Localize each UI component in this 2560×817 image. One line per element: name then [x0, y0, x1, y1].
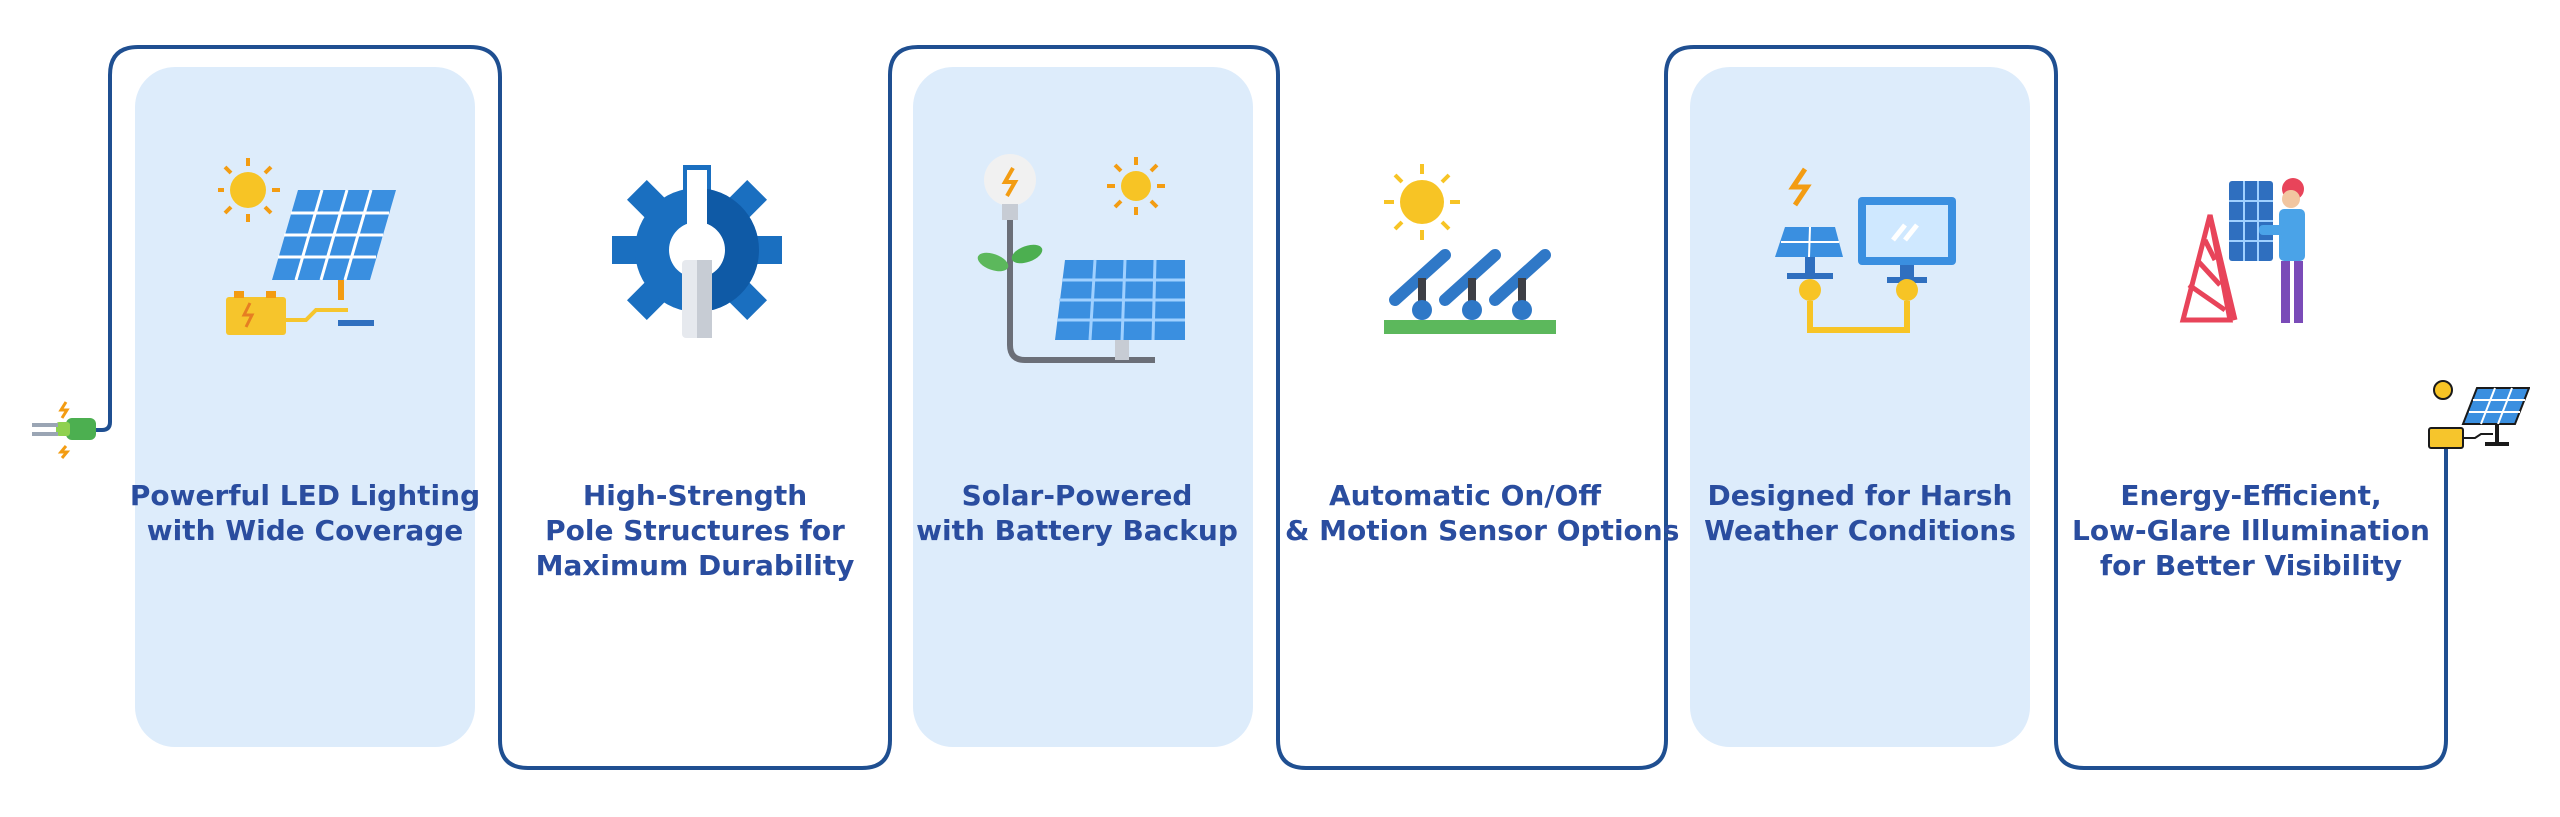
feature-card-1-bg	[135, 67, 475, 747]
feature-4-line-1: Automatic On/Off	[1328, 479, 1602, 512]
feature-card-3-bg	[913, 67, 1253, 747]
feature-2-line-3: Maximum Durability	[535, 549, 855, 582]
feature-2-line-2: Pole Structures for	[545, 514, 845, 547]
feature-2-line-1: High-Strength	[582, 479, 808, 512]
solar-array-icon	[1384, 164, 1556, 334]
solar-monitor-icon	[1775, 167, 1956, 333]
solar-installer-icon	[2179, 178, 2305, 323]
feature-text-3: Solar-Powered with Battery Backup	[897, 478, 1257, 548]
feature-6-line-1: Energy-Efficient,	[2120, 479, 2382, 512]
feature-text-5: Designed for Harsh Weather Conditions	[1680, 478, 2040, 548]
feature-4-line-2: & Motion Sensor Options	[1285, 514, 1680, 547]
gear-wrench-icon	[612, 165, 782, 338]
bulb-solar-panel-icon	[977, 154, 1185, 363]
solar-panel-battery-icon	[218, 158, 396, 335]
end-solar-panel-battery-icon	[2428, 380, 2530, 449]
feature-6-line-3: for Better Visibility	[2099, 549, 2403, 582]
feature-5-line-2: Weather Conditions	[1704, 514, 2016, 547]
feature-text-4: Automatic On/Off & Motion Sensor Options	[1285, 478, 1680, 548]
feature-text-1: Powerful LED Lighting with Wide Coverage	[125, 478, 485, 548]
feature-5-line-1: Designed for Harsh	[1707, 479, 2013, 512]
plug-icon	[32, 400, 112, 459]
feature-6-line-2: Low-Glare Illumination	[2072, 514, 2430, 547]
feature-3-line-2: with Battery Backup	[916, 514, 1238, 547]
feature-1-line-1: Powerful LED Lighting	[129, 479, 481, 512]
feature-text-6: Energy-Efficient, Low-Glare Illumination…	[2071, 478, 2431, 583]
feature-3-line-1: Solar-Powered	[961, 479, 1193, 512]
feature-text-2: High-Strength Pole Structures for Maximu…	[515, 478, 875, 583]
feature-card-5-bg	[1690, 67, 2030, 747]
feature-1-line-2: with Wide Coverage	[146, 514, 464, 547]
